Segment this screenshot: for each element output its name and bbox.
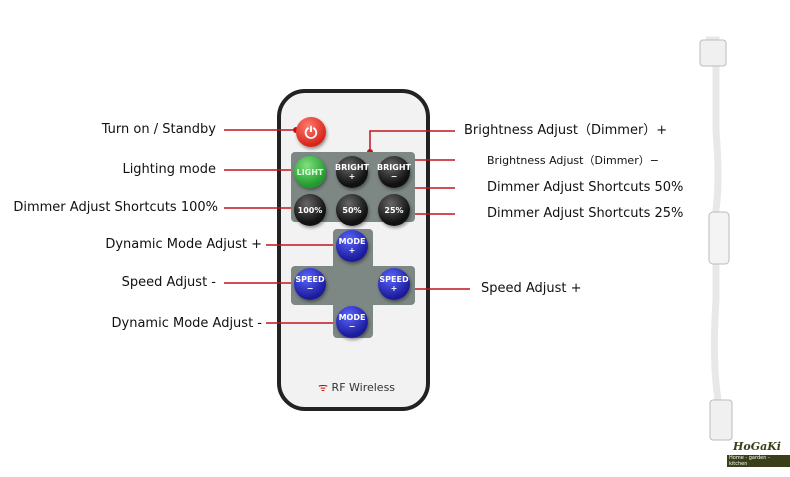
label-dim-100: Dimmer Adjust Shortcuts 100%	[13, 200, 218, 215]
btn-sign: +	[348, 246, 356, 255]
btn-sign: −	[348, 322, 356, 331]
label-mode-minus: Dynamic Mode Adjust -	[111, 316, 262, 331]
receiver	[708, 211, 730, 265]
mode-plus-button[interactable]: MODE+	[336, 230, 368, 262]
label-turn-on: Turn on / Standby	[101, 122, 216, 137]
btn-label: BRIGHT	[335, 163, 369, 172]
dc-plug-top	[699, 39, 727, 67]
rf-text: RF Wireless	[331, 381, 396, 394]
btn-sign: +	[348, 172, 356, 181]
label-lighting-mode: Lighting mode	[122, 162, 216, 177]
logo-tagline: Home - garden - kitchen	[727, 455, 790, 467]
wifi-icon: ᯤ	[318, 381, 329, 394]
label-bright-minus: Brightness Adjust（Dimmer）−	[487, 154, 659, 167]
btn-label: BRIGHT	[377, 163, 411, 172]
light-button[interactable]: LIGHT	[294, 156, 326, 188]
label-bright-plus: Brightness Adjust（Dimmer）+	[464, 123, 668, 138]
label-speed-plus: Speed Adjust +	[481, 281, 582, 296]
label-dim-25: Dimmer Adjust Shortcuts 25%	[487, 206, 684, 221]
speed-plus-button[interactable]: SPEED+	[378, 268, 410, 300]
label-mode-plus: Dynamic Mode Adjust +	[105, 237, 262, 252]
dim-50-button[interactable]: 50%	[336, 194, 368, 226]
bright-minus-button[interactable]: BRIGHT−	[377, 156, 411, 188]
btn-label: SPEED	[379, 275, 409, 284]
btn-label: SPEED	[295, 275, 325, 284]
btn-label: MODE	[338, 313, 366, 322]
btn-label: 25%	[384, 205, 404, 215]
logo: HoGaKi	[733, 440, 781, 453]
label-speed-minus: Speed Adjust -	[121, 275, 216, 290]
btn-sign: −	[390, 172, 398, 181]
light-label: LIGHT	[296, 167, 324, 177]
cable	[706, 36, 722, 430]
power-icon: ⏻	[304, 122, 318, 142]
dc-jack-bottom	[709, 399, 733, 441]
speed-minus-button[interactable]: SPEED−	[294, 268, 326, 300]
bright-plus-button[interactable]: BRIGHT+	[335, 156, 369, 188]
dim-100-button[interactable]: 100%	[294, 194, 326, 226]
power-button[interactable]: ⏻	[296, 117, 326, 147]
btn-sign: −	[306, 284, 314, 293]
btn-sign: +	[390, 284, 398, 293]
btn-label: 50%	[342, 205, 362, 215]
mode-minus-button[interactable]: MODE−	[336, 306, 368, 338]
dim-25-button[interactable]: 25%	[378, 194, 410, 226]
btn-label: MODE	[338, 237, 366, 246]
rf-wireless-label: ᯤ RF Wireless	[318, 380, 395, 395]
btn-label: 100%	[297, 205, 323, 215]
label-dim-50: Dimmer Adjust Shortcuts 50%	[487, 180, 684, 195]
